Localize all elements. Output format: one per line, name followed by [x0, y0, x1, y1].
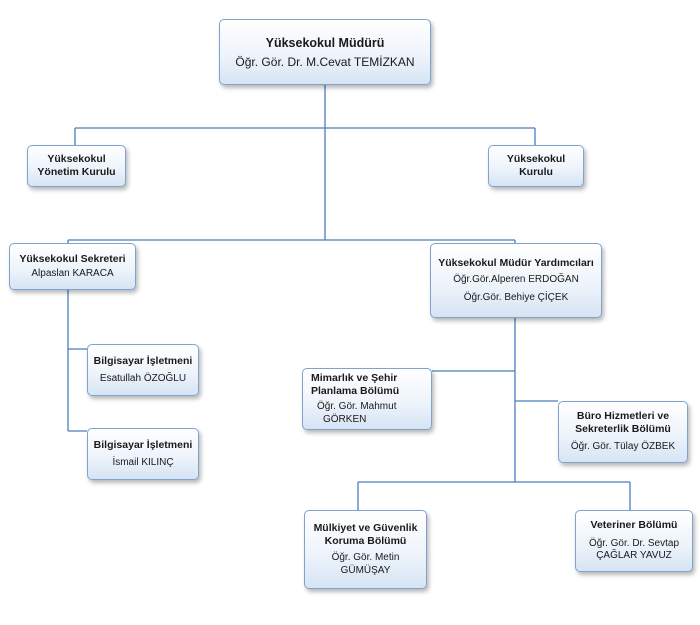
secretary-title: Yüksekokul Sekreteri	[19, 252, 126, 265]
school-board-line1: Yüksekokul	[506, 153, 566, 166]
computer-operator-2-name: İsmail KILINÇ	[112, 456, 174, 468]
school-board-line2: Kurulu	[519, 166, 553, 178]
office-services-dept-title-1: Büro Hizmetleri ve	[576, 410, 670, 423]
veterinary-dept-box: Veteriner Bölümü Öğr. Gör. Dr. Sevtap ÇA…	[575, 510, 693, 572]
vice-directors-title: Yüksekokul Müdür Yardımcıları	[438, 256, 594, 269]
computer-operator-2-box: Bilgisayar İşletmeni İsmail KILINÇ	[87, 428, 199, 480]
property-security-dept-box: Mülkiyet ve Güvenlik Koruma Bölümü Öğr. …	[304, 510, 427, 589]
vice-directors-box: Yüksekokul Müdür Yardımcıları Öğr.Gör.Al…	[430, 243, 602, 318]
school-board-box: Yüksekokul Kurulu	[488, 145, 584, 187]
management-board-line2: Yönetim Kurulu	[37, 166, 116, 178]
property-security-dept-title-2: Koruma Bölümü	[324, 534, 407, 547]
veterinary-dept-name-1: Öğr. Gör. Dr. Sevtap	[588, 537, 680, 549]
office-services-dept-box: Büro Hizmetleri ve Sekreterlik Bölümü Öğ…	[558, 401, 688, 463]
computer-operator-1-box: Bilgisayar İşletmeni Esatullah ÖZOĞLU	[87, 344, 199, 396]
architecture-dept-title-2: Planlama Bölümü	[311, 384, 400, 397]
vice-director-2: Öğr.Gör. Behiye ÇİÇEK	[463, 291, 569, 303]
architecture-dept-box: Mimarlık ve Şehir Planlama Bölümü Öğr. G…	[302, 368, 432, 430]
computer-operator-2-title: Bilgisayar İşletmeni	[93, 438, 193, 451]
director-name: Öğr. Gör. Dr. M.Cevat TEMİZKAN	[235, 54, 415, 69]
architecture-dept-title-1: Mimarlık ve Şehir	[311, 371, 398, 384]
veterinary-dept-title: Veteriner Bölümü	[590, 519, 678, 532]
architecture-dept-name-2: GÖRKEN	[323, 413, 367, 425]
management-board-line1: Yüksekokul	[47, 153, 106, 166]
director-box: Yüksekokul Müdürü Öğr. Gör. Dr. M.Cevat …	[219, 19, 431, 85]
director-title: Yüksekokul Müdürü	[265, 35, 385, 50]
property-security-dept-title-1: Mülkiyet ve Güvenlik	[313, 521, 418, 534]
office-services-dept-name: Öğr. Gör. Tülay ÖZBEK	[570, 441, 676, 453]
secretary-name: Alpaslan KARACA	[31, 267, 114, 279]
management-board-box: Yüksekokul Yönetim Kurulu	[27, 145, 126, 187]
property-security-dept-name-1: Öğr. Gör. Metin	[331, 552, 400, 564]
office-services-dept-title-2: Sekreterlik Bölümü	[575, 422, 671, 435]
computer-operator-1-title: Bilgisayar İşletmeni	[93, 354, 193, 367]
veterinary-dept-name-2: ÇAĞLAR YAVUZ	[596, 550, 672, 562]
architecture-dept-name-1: Öğr. Gör. Mahmut	[317, 401, 397, 413]
vice-director-1: Öğr.Gör.Alperen ERDOĞAN	[453, 274, 579, 286]
property-security-dept-name-2: GÜMÜŞAY	[340, 564, 391, 576]
secretary-box: Yüksekokul Sekreteri Alpaslan KARACA	[9, 243, 136, 290]
computer-operator-1-name: Esatullah ÖZOĞLU	[99, 372, 187, 384]
